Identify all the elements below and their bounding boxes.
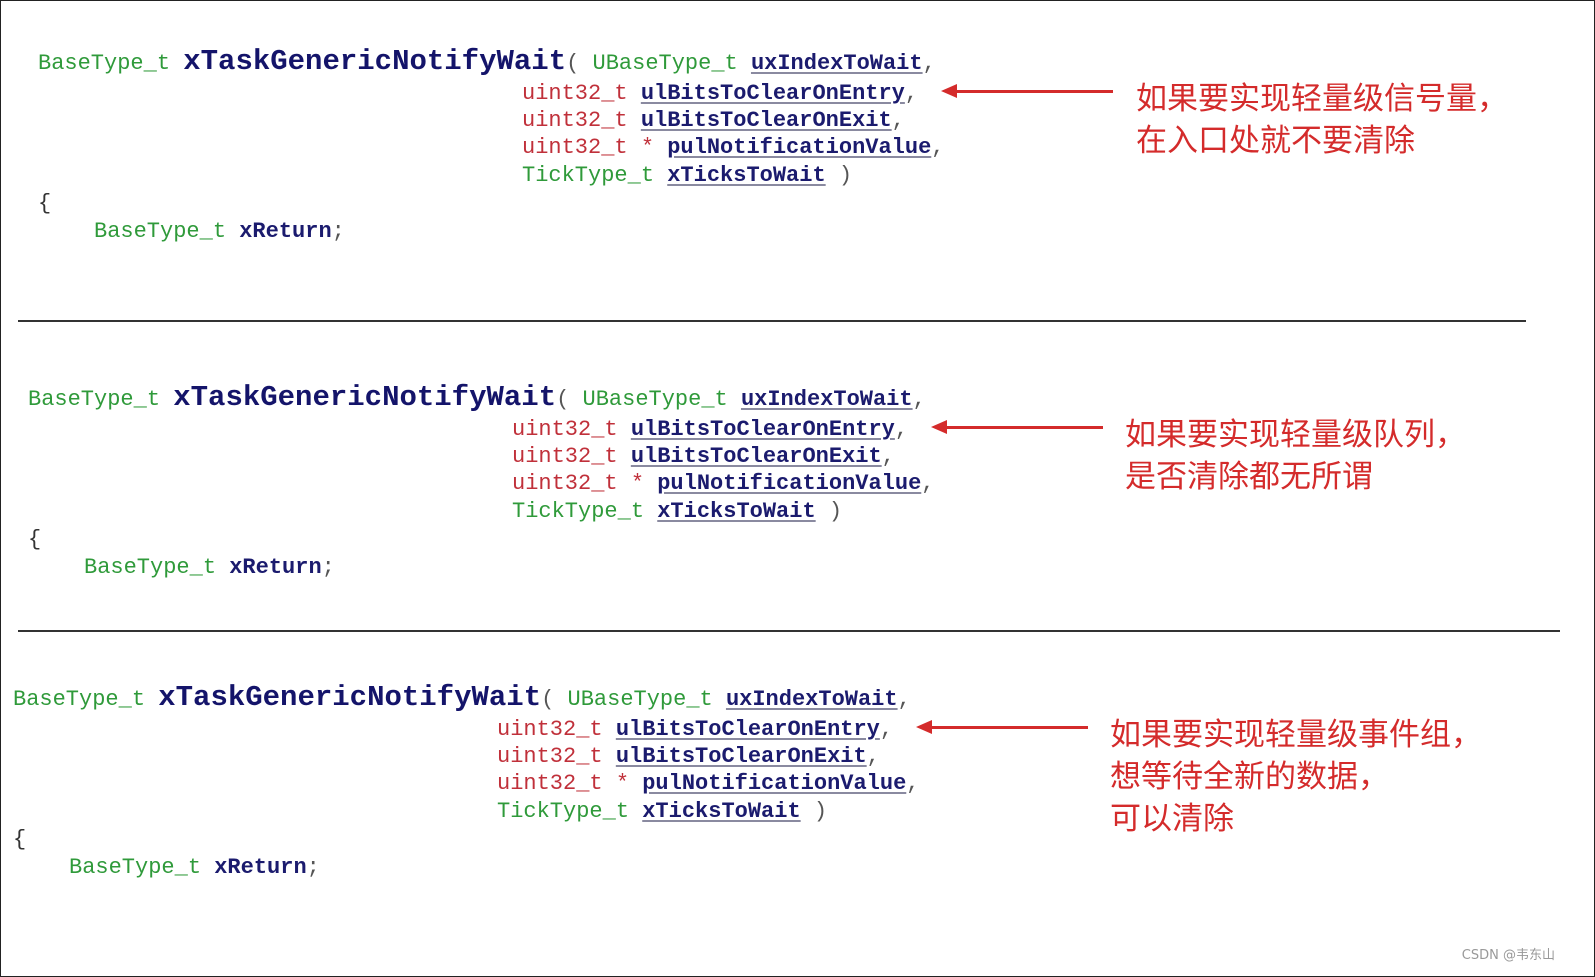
param-line: uint32_t ulBitsToClearOnEntry,	[522, 80, 918, 108]
param-line: uint32_t * pulNotificationValue,	[497, 770, 919, 798]
param-name: xTicksToWait	[642, 799, 801, 824]
param-type: uint32_t	[512, 444, 618, 469]
param-type: UBaseType_t	[592, 51, 738, 76]
function-name: xTaskGenericNotifyWait	[173, 381, 557, 414]
param-type: TickType_t	[497, 799, 630, 824]
param-line: uint32_t ulBitsToClearOnEntry,	[512, 416, 908, 444]
param-type: TickType_t	[522, 163, 655, 188]
return-type: BaseType_t	[38, 51, 171, 76]
open-paren: (	[566, 51, 580, 76]
function-name: xTaskGenericNotifyWait	[183, 45, 567, 78]
local-name: xReturn	[214, 855, 307, 880]
param-name: xTicksToWait	[657, 499, 816, 524]
param-type: uint32_t	[512, 417, 618, 442]
local-declaration: BaseType_t xReturn;	[94, 218, 345, 246]
punct: ,	[891, 108, 905, 133]
signature-line: BaseType_t xTaskGenericNotifyWait( UBase…	[13, 681, 911, 714]
annotation-3: 如果要实现轻量级事件组， 想等待全新的数据， 可以清除	[1110, 717, 1482, 837]
param-type: uint32_t *	[497, 771, 630, 796]
open-paren: (	[556, 387, 570, 412]
arrow-icon	[916, 720, 1088, 734]
param-name: pulNotificationValue	[657, 471, 922, 496]
param-name: uxIndexToWait	[725, 687, 898, 712]
local-name: xReturn	[229, 555, 322, 580]
punct: )	[815, 499, 843, 524]
punct: ,	[904, 81, 919, 106]
punct: ,	[866, 744, 880, 769]
punct: ;	[306, 855, 320, 880]
punct: ;	[321, 555, 335, 580]
param-name: ulBitsToClearOnExit	[640, 108, 892, 133]
param-name: xTicksToWait	[667, 163, 826, 188]
watermark: CSDN @韦东山	[1461, 948, 1555, 963]
arrow-icon	[931, 420, 1103, 434]
local-name: xReturn	[239, 219, 332, 244]
local-declaration: BaseType_t xReturn;	[84, 554, 335, 582]
param-name: ulBitsToClearOnExit	[615, 744, 867, 769]
punct: ,	[922, 51, 936, 76]
divider	[18, 630, 1560, 632]
function-name: xTaskGenericNotifyWait	[158, 681, 542, 714]
param-type: uint32_t *	[512, 471, 645, 496]
param-line: uint32_t ulBitsToClearOnExit,	[522, 107, 905, 135]
punct: ,	[906, 771, 920, 796]
param-type: UBaseType_t	[567, 687, 713, 712]
param-type: uint32_t	[522, 108, 628, 133]
open-brace: {	[13, 827, 27, 852]
punct: ,	[931, 135, 945, 160]
param-line: uint32_t * pulNotificationValue,	[522, 134, 944, 162]
arrow-icon	[941, 84, 1113, 98]
param-name: ulBitsToClearOnEntry	[615, 717, 880, 742]
local-type: BaseType_t	[94, 219, 227, 244]
punct: ,	[881, 444, 895, 469]
param-type: uint32_t *	[522, 135, 655, 160]
punct: ,	[921, 471, 935, 496]
signature-line: BaseType_t xTaskGenericNotifyWait( UBase…	[28, 381, 926, 414]
param-name: pulNotificationValue	[642, 771, 907, 796]
local-type: BaseType_t	[84, 555, 217, 580]
open-brace: {	[28, 527, 42, 552]
param-name: uxIndexToWait	[740, 387, 913, 412]
punct: ;	[331, 219, 345, 244]
annotation-2: 如果要实现轻量级队列， 是否清除都无所谓	[1125, 417, 1466, 495]
open-paren: (	[541, 687, 555, 712]
param-type: uint32_t	[522, 81, 628, 106]
punct: )	[800, 799, 828, 824]
param-name: pulNotificationValue	[667, 135, 932, 160]
param-name: ulBitsToClearOnEntry	[630, 417, 895, 442]
param-name: ulBitsToClearOnExit	[630, 444, 882, 469]
param-line: TickType_t xTicksToWait )	[522, 162, 852, 190]
punct: ,	[879, 717, 894, 742]
signature-line: BaseType_t xTaskGenericNotifyWait( UBase…	[38, 45, 936, 78]
param-name: uxIndexToWait	[750, 51, 923, 76]
param-line: TickType_t xTicksToWait )	[497, 798, 827, 826]
return-type: BaseType_t	[13, 687, 146, 712]
divider	[18, 320, 1526, 322]
param-name: ulBitsToClearOnEntry	[640, 81, 905, 106]
param-line: TickType_t xTicksToWait )	[512, 498, 842, 526]
punct: ,	[912, 387, 926, 412]
param-type: UBaseType_t	[582, 387, 728, 412]
param-type: uint32_t	[497, 744, 603, 769]
local-declaration: BaseType_t xReturn;	[69, 854, 320, 882]
punct: )	[825, 163, 853, 188]
punct: ,	[894, 417, 909, 442]
annotation-1: 如果要实现轻量级信号量， 在入口处就不要清除	[1136, 81, 1508, 159]
param-type: TickType_t	[512, 499, 645, 524]
open-brace: {	[38, 191, 52, 216]
return-type: BaseType_t	[28, 387, 161, 412]
param-line: uint32_t ulBitsToClearOnExit,	[497, 743, 880, 771]
param-line: uint32_t ulBitsToClearOnExit,	[512, 443, 895, 471]
param-line: uint32_t ulBitsToClearOnEntry,	[497, 716, 893, 744]
punct: ,	[897, 687, 911, 712]
local-type: BaseType_t	[69, 855, 202, 880]
param-type: uint32_t	[497, 717, 603, 742]
param-line: uint32_t * pulNotificationValue,	[512, 470, 934, 498]
